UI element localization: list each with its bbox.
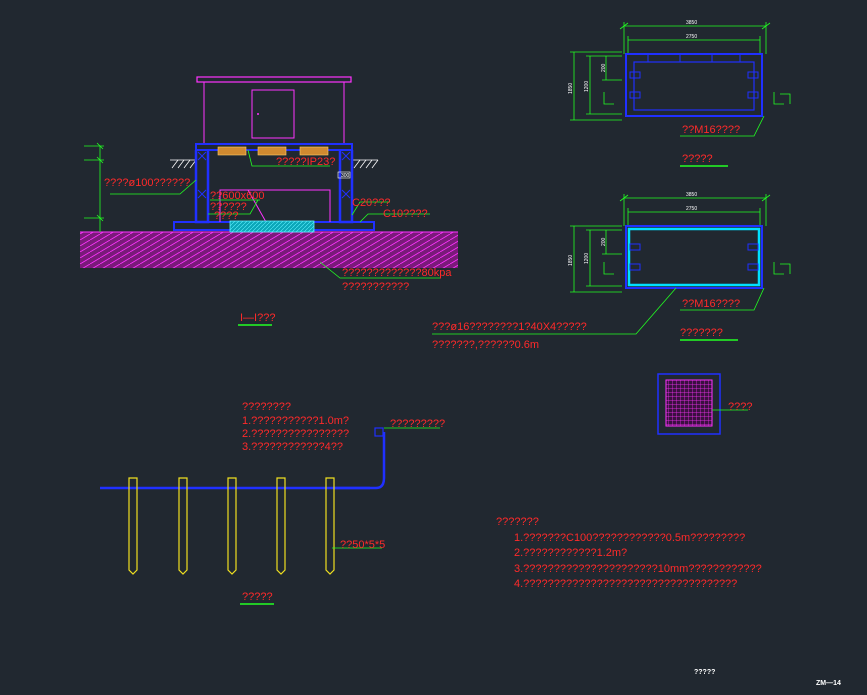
- soil-note-2: ???????????: [342, 281, 409, 293]
- cable-bundle: [257, 146, 287, 156]
- rebar-note-2: ???????,??????0.6m: [432, 339, 539, 351]
- top-plan-outer: [625, 53, 763, 117]
- top-dim-small: 200: [601, 63, 607, 72]
- inner-pit: [219, 189, 331, 222]
- grounding-loop: [627, 227, 761, 287]
- soil-note: ?????????????80kpa: [342, 267, 452, 279]
- sheet-number: ZM—14: [816, 680, 841, 687]
- section-title: I—I???: [240, 312, 275, 324]
- top-dim-inner: 2750: [686, 34, 697, 40]
- door-note-2: ??????: [210, 201, 247, 213]
- bottom-dim-outer: 3850: [686, 192, 697, 198]
- cable-note: ?????IP23?: [276, 156, 335, 168]
- top-dim-left-inner: 1200: [584, 81, 590, 92]
- rebar-note: ???ø16????????1?40X4?????: [432, 321, 587, 333]
- general-note-1: 1.???????C100????????????0.5m?????????: [514, 532, 745, 544]
- grounding-elevation: ???????? 1.???????????1.0m? 2.??????????…: [100, 401, 445, 605]
- box-door: [251, 89, 295, 139]
- bottom-dim-left-inner: 1200: [584, 253, 590, 264]
- general-note-3: 3.??????????????????????10mm????????????: [514, 563, 762, 575]
- foundation-plan-bottom: 3850 2750 1850 1200 200 ??M16???? ??????…: [432, 192, 791, 351]
- grounding-note-1: 1.???????????1.0m?: [242, 415, 349, 427]
- vertical-dimension: [84, 142, 104, 232]
- pole-note: ??50*5*5: [340, 539, 385, 551]
- bottom-dim-inner: 2750: [686, 206, 697, 212]
- cable-bundle: [217, 146, 247, 156]
- soil-hatch: [80, 232, 458, 268]
- section-view: 300 ????ø100?????? ?????IP23? ??600x600 …: [80, 76, 458, 326]
- grounding-lead: [334, 432, 386, 490]
- cable-bundle: [299, 146, 329, 156]
- bottom-plan-outer: [625, 225, 763, 289]
- bottom-dim-left-outer: 1850: [568, 255, 574, 266]
- wall-left: [194, 150, 210, 224]
- grounding-lead-note: ?????????: [390, 418, 445, 430]
- general-note-4: 4.???????????????????????????????????: [514, 578, 737, 590]
- roof: [196, 76, 352, 83]
- box-body: [203, 81, 345, 145]
- door-note-3: ????: [214, 210, 238, 222]
- door-note: ??600x600: [210, 190, 264, 202]
- ground-surface-left: [170, 159, 197, 169]
- top-plan-title: ?????: [682, 153, 713, 165]
- label-300: 300: [341, 173, 350, 179]
- footer-caption: ?????: [694, 669, 715, 676]
- foundation-plan-top: 3850 2750 1850 1200 200 ??M16???? ?????: [568, 20, 791, 167]
- general-notes-title: ???????: [496, 516, 539, 528]
- grounding-title: ?????: [242, 591, 273, 603]
- bottom-plan-note: ??M16????: [682, 298, 740, 310]
- top-plan-note: ??M16????: [682, 124, 740, 136]
- ground-note: ????ø100??????: [104, 177, 190, 189]
- general-note-2: 2.????????????1.2m?: [514, 547, 627, 559]
- bottom-plan-title: ???????: [680, 327, 723, 339]
- grounding-note-2: 2.????????????????: [242, 428, 349, 440]
- top-dim-left-outer: 1850: [568, 83, 574, 94]
- wall-right: [338, 150, 354, 224]
- ground-surface-right: [352, 159, 379, 169]
- top-dim-outer: 3850: [686, 20, 697, 26]
- grounding-notes-title: ????????: [242, 401, 291, 413]
- grid-plan: ????: [657, 373, 752, 435]
- section-leaders: [110, 149, 440, 279]
- grounding-note-3: 3.????????????4??: [242, 441, 343, 453]
- bottom-dim-small: 200: [601, 237, 607, 246]
- gravel-bed: [229, 220, 315, 233]
- grounding-poles: [128, 477, 335, 575]
- general-notes: ??????? 1.???????C100????????????0.5m???…: [496, 516, 762, 590]
- grid-plan-note: ????: [728, 401, 752, 413]
- top-plan-inner: [633, 61, 755, 111]
- c20-note: C20???: [352, 197, 391, 209]
- c10-note: C10????: [383, 208, 428, 220]
